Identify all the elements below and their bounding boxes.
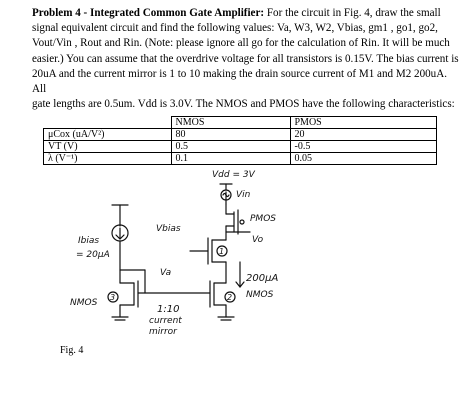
table-cell: 0.1	[170, 152, 291, 165]
ibias-arrow-head-icon	[115, 234, 125, 240]
m3-number-circle	[107, 291, 119, 303]
problem-line-2: signal equivalent circuit and find the f…	[32, 22, 438, 35]
ibias-label: Ibias	[78, 236, 100, 246]
nmos-left-label: NMOS	[70, 298, 98, 308]
vbias-label: Vbias	[156, 224, 181, 234]
m1-number: 1	[219, 247, 224, 256]
problem-line-6: gate lengths are 0.5um. Vdd is 3.0V. The…	[32, 98, 455, 111]
vin-label: Vin	[236, 190, 251, 200]
problem-line-1: Problem 4 - Integrated Common Gate Ampli…	[32, 7, 441, 19]
pmos-gate-bubble	[239, 219, 245, 225]
nmos-right-label: NMOS	[246, 290, 274, 300]
problem-line-3: Vout/Vin , Rout and Rin. (Note: please i…	[32, 37, 450, 50]
current-label: 200μA	[246, 273, 279, 284]
table-cell: 0.05	[289, 152, 437, 165]
pmos-label: PMOS	[250, 214, 276, 224]
figure-caption: Fig. 4	[60, 345, 84, 356]
m2-number: 2	[227, 293, 232, 302]
problem-text: Problem 4 - Integrated Common Gate Ampli…	[32, 6, 462, 112]
vdd-label: Vdd = 3V	[212, 170, 255, 180]
m1-number-circle	[216, 245, 228, 257]
parameters-table: NMOS PMOS μCox (uA/V²) 80 20 VT (V) 0.5 …	[43, 116, 437, 165]
problem-heading: Problem 4 - Integrated Common Gate Ampli…	[32, 7, 265, 19]
va-label: Va	[160, 268, 172, 278]
mirror-word-mirror: mirror	[149, 327, 177, 337]
mirror-ratio: 1:10	[157, 304, 180, 315]
problem-line-4: easier.) You can assume that the overdri…	[32, 52, 459, 65]
m2-number-circle	[224, 291, 236, 303]
mirror-word-current: current	[149, 316, 182, 326]
vo-label: Vo	[252, 235, 264, 245]
problem-line-5: 20uA and the current mirror is 1 to 10 m…	[32, 67, 447, 96]
current-arrow-head-icon	[235, 281, 245, 288]
table-row: λ (V⁻¹) 0.1 0.05	[43, 152, 437, 165]
m3-number: 3	[110, 293, 115, 302]
ibias-value: = 20μA	[76, 250, 110, 260]
